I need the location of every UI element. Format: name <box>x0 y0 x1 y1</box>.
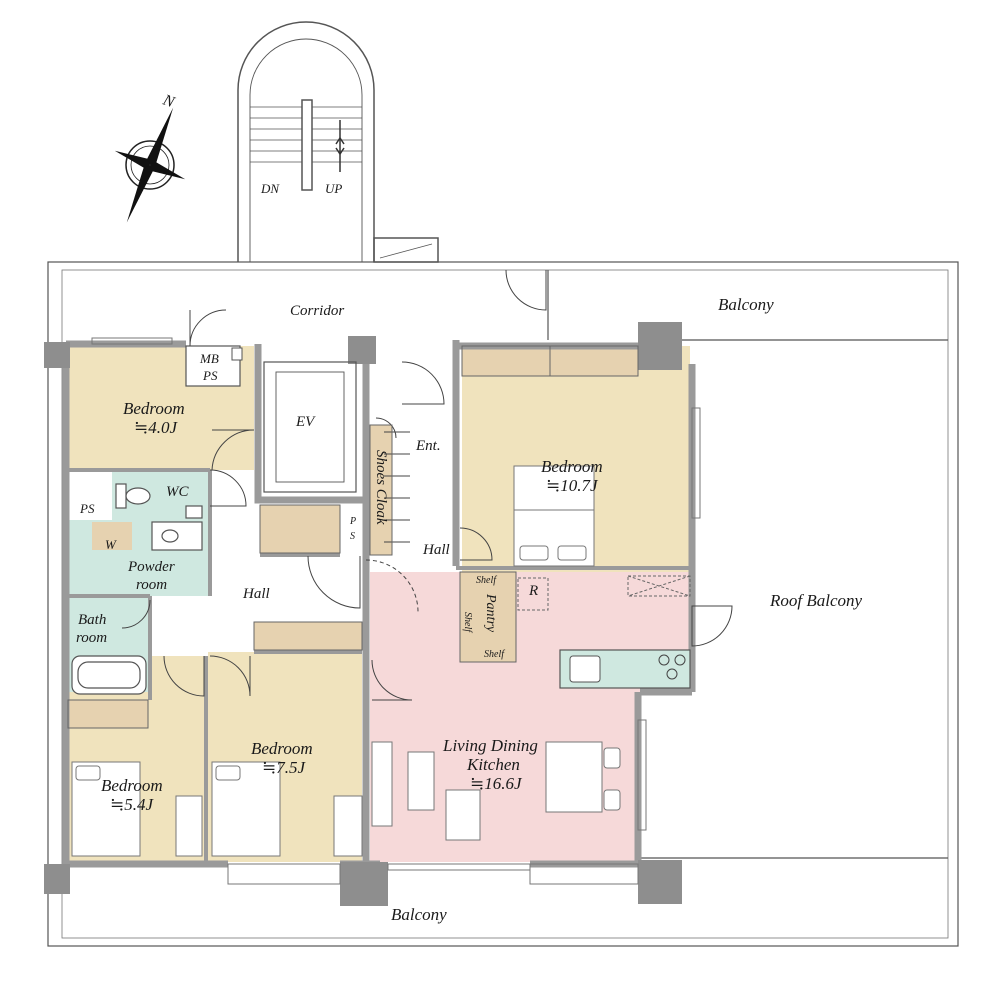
ldk-name-line2: Kitchen <box>467 755 520 774</box>
stair-tower <box>237 21 439 263</box>
bedroom-ne-name: Bedroom <box>541 457 603 476</box>
bath-fixtures <box>71 483 203 695</box>
ldk-size: ≒16.6J <box>470 774 522 793</box>
closet-outlines <box>67 345 691 729</box>
bedroom-s-name: Bedroom <box>251 739 313 758</box>
entrance-label: Ent. <box>416 438 441 454</box>
pantry-label: Pantry <box>483 594 498 633</box>
bedroom-nw-name: Bedroom <box>123 399 185 418</box>
elevator <box>263 361 357 493</box>
elevator-label: EV <box>296 414 315 430</box>
ldk-name-line1: Living Dining <box>443 736 538 755</box>
shelf-side-label: Shelf <box>462 612 473 632</box>
compass-rose-icon <box>114 107 186 223</box>
mb-label: MB <box>200 351 219 366</box>
shelf-top-label: Shelf <box>476 575 496 586</box>
kitchen-counter <box>559 649 691 689</box>
wc-label: WC <box>166 484 189 500</box>
balcony-bottom-label: Balcony <box>391 905 447 924</box>
corridor-label: Corridor <box>290 303 345 319</box>
bath-room-label-1: Bath <box>78 612 107 628</box>
stairs-up-label: UP <box>325 181 343 196</box>
pantry-fill <box>460 572 516 662</box>
ps-center-p-label: P <box>350 516 357 527</box>
powder-room-label-2: room <box>136 577 168 593</box>
shoes-cloak-label: Shoes Cloak <box>373 450 389 525</box>
furniture <box>71 465 621 857</box>
hall-main-label: Hall <box>243 586 270 602</box>
shoes-cloak-fill <box>370 425 392 555</box>
mb-ps-box <box>185 345 241 387</box>
windows <box>91 337 701 885</box>
wash-fill <box>92 522 132 550</box>
closet-s-fill <box>254 622 362 650</box>
closet-sw-fill <box>68 700 148 728</box>
washer-label: W <box>105 537 116 552</box>
roof-balcony-label: Roof Balcony <box>770 591 863 610</box>
bedroom-nw-size: ≒4.0J <box>134 418 178 437</box>
bedroom-s-size: ≒7.5J <box>262 758 306 777</box>
ps-center-fill <box>260 505 340 553</box>
powder-room-label-1: Powder <box>128 559 175 575</box>
refrigerator-label: R <box>529 583 539 599</box>
hall-entry-label: Hall <box>423 542 450 558</box>
balcony-top-label: Balcony <box>718 295 774 314</box>
ps-left-label: PS <box>80 501 95 516</box>
shelf-bottom-label: Shelf <box>484 649 504 660</box>
pillars <box>44 322 682 906</box>
bedroom-sw-size: ≒5.4J <box>110 795 154 814</box>
bath-room-label-2: room <box>76 630 108 646</box>
stairs-down-label: DN <box>261 181 280 196</box>
mb-ps-label: PS <box>203 368 218 383</box>
ldk-fill <box>370 572 690 862</box>
doors <box>121 269 733 701</box>
bedroom-sw-name: Bedroom <box>101 776 163 795</box>
ps-center-s-label: S <box>350 531 355 542</box>
bedroom-ne-size: ≒10.7J <box>546 476 598 495</box>
